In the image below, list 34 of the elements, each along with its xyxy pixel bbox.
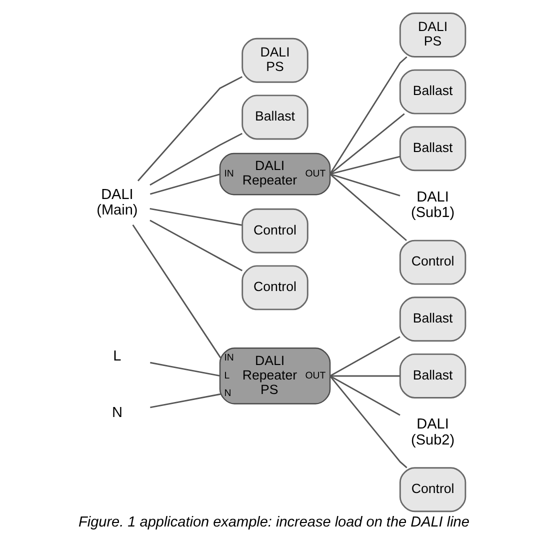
connector [150,132,243,186]
connector [330,173,400,196]
node-box: Control [242,208,308,254]
connector [150,393,221,408]
connector [132,224,222,358]
connector [329,56,408,174]
node-text: L [113,348,122,364]
connector [330,113,405,175]
node-box: Ballast [399,126,466,172]
connector [330,375,400,377]
connector [330,375,400,416]
connector [137,76,243,182]
node-box: Ballast [399,69,466,114]
caption: Figure. 1 application example: increase load on the DALI line [78,514,470,531]
connector [330,173,407,242]
node-box: Control [399,467,466,512]
node-text: DALI (Sub2) [411,416,455,448]
node-box: DALI PS [399,12,466,58]
node-box: Ballast [242,94,308,140]
node-text: DALI (Main) [96,186,138,219]
connector [330,156,400,175]
node-text: N [112,405,122,422]
connector [150,208,242,226]
connector [329,376,408,468]
connector [150,220,243,272]
node-box: DALI PS [242,38,308,83]
connector [150,173,221,195]
node-text: DALI (Sub1) [411,189,455,222]
node-box: Control [399,240,466,285]
connector [330,336,400,377]
node-box: Ballast [399,353,466,398]
connector [150,362,221,377]
node-box: Ballast [399,296,466,342]
node-box: Control [242,265,308,310]
